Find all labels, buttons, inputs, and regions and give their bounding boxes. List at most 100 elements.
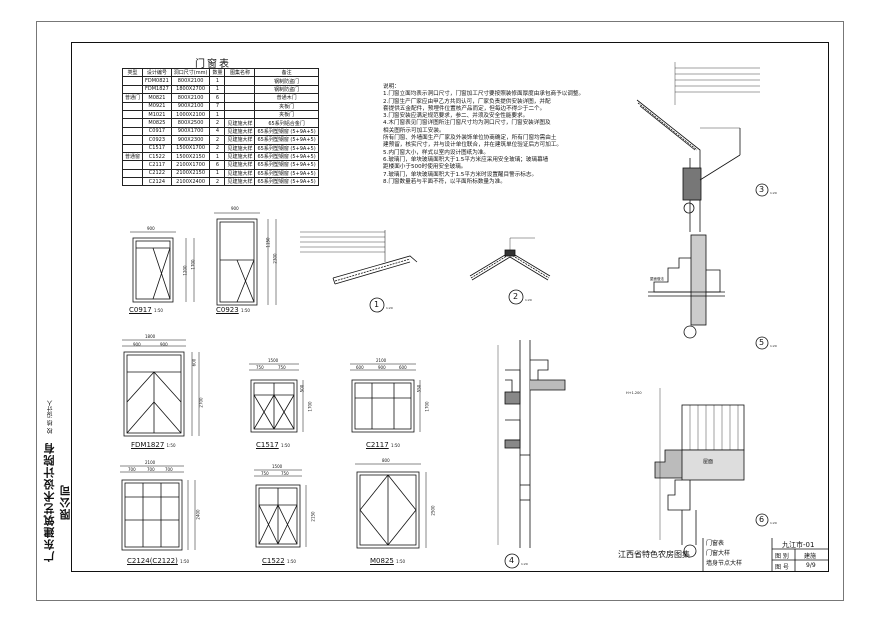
elevation-label-c2124: C2124(C2122) 1:50 <box>127 557 190 565</box>
detail-5-number: 5 <box>759 338 765 347</box>
detail-5-scale: 1:20 <box>770 344 777 348</box>
elevation-label-c0923: C0923 1:50 <box>216 306 250 314</box>
detail-1-number: 1 <box>374 300 380 309</box>
note-line: 8.门窗数量若与平面不符，以平面所标数量为准。 <box>383 178 506 185</box>
dim-fdm-w2: 900 <box>160 342 168 347</box>
dim-c1517-width: 1500 <box>268 358 279 363</box>
note-line: 说明： <box>383 84 400 90</box>
note-line: 2.门窗生产厂家应由甲乙方共同认可，厂家负责提供安装详图，并配 <box>383 98 551 105</box>
dim-c2117-w1: 600 <box>356 365 364 370</box>
table-cell <box>121 177 144 187</box>
dim-c2124-width: 2100 <box>145 460 156 465</box>
dim-fdm-w1: 900 <box>133 342 141 347</box>
note-line: 相关图所示可加工安装。 <box>383 127 445 134</box>
dim-c0923-width: 900 <box>231 206 239 211</box>
note-line: 所有门窗、外墙面生产厂家及外装饰单位协商确定，所有门窗均需由土 <box>383 135 557 142</box>
elevation-label-c2117: C2117 1:50 <box>366 441 400 449</box>
note-line: 6.玻璃门，单块玻璃面积大于1.5平方米应采用安全玻璃；玻璃幕墙 <box>383 156 549 163</box>
table-cell: 2 <box>209 177 226 187</box>
dim-c2124-w2: 700 <box>147 467 155 472</box>
elevation-m0825 <box>355 463 427 549</box>
dim-c2117-w3: 600 <box>399 365 407 370</box>
category-value: 建施 <box>804 553 817 560</box>
dim-c2124-height: 2400 <box>195 509 201 520</box>
detail-6-number: 6 <box>759 515 765 524</box>
elevation-label-c1517: C1517 1:50 <box>256 441 290 449</box>
elevation-label-fdm1827: FDM1827 1:50 <box>131 441 176 449</box>
sheet-outer-border <box>36 21 844 601</box>
dim-c2117-h1: 550 <box>416 384 422 393</box>
detail-6-drawing <box>654 388 769 558</box>
dim-c0917-width: 900 <box>147 226 155 231</box>
note-line: 4.木门窗表见门窗详图所注门窗尺寸均为洞口尺寸，门窗安装详图及 <box>383 120 551 127</box>
note-line: 距楼面小于500时使用安全玻璃。 <box>383 164 467 171</box>
detail-6-label: 屋面 <box>703 459 714 465</box>
note-line: 5.内门窗大小，样式以室内设计图纸为准。 <box>383 149 490 156</box>
detail-6-scale: 1:20 <box>770 521 777 525</box>
dim-fdm-h2: 2700 <box>198 397 204 408</box>
note-line: 套提供五金配件，预埋件位置核产品而定，但每边不得少于二个。 <box>383 105 546 112</box>
elevation-label-c0917: C0917 1:50 <box>129 306 163 314</box>
note-line: 1.门窗立面均表示洞口尺寸，门窗加工尺寸要按照装修面厚度由承包商予以调整。 <box>383 91 585 98</box>
dim-c2117-w2: 900 <box>378 365 386 370</box>
detail-4-number: 4 <box>509 556 515 565</box>
content-line-2: 门窗大样 <box>706 550 731 557</box>
detail-4-scale: 1:20 <box>521 562 528 566</box>
dim-c1517-h2: 1700 <box>307 401 313 412</box>
number-value: 9/9 <box>806 562 816 569</box>
elevation-c1522 <box>254 469 307 548</box>
detail-2-number: 2 <box>513 292 519 301</box>
note-line: 建预留，核实尺寸，并与设计单位联合，并在建筑单位验证后方可加工。 <box>383 142 563 149</box>
detail-2-scale: 1:20 <box>525 298 532 302</box>
dim-m0825-height: 2500 <box>430 505 436 516</box>
drawing-code: 九江市-01 <box>782 541 815 549</box>
elevation-c1517 <box>249 363 304 433</box>
detail-3-drawing <box>636 62 769 232</box>
detail-3-scale: 1:20 <box>770 191 777 195</box>
dim-fdm-width: 1800 <box>145 334 156 339</box>
dim-c0923-h2: 2300 <box>272 253 278 264</box>
detail-5-drawing <box>648 234 769 350</box>
table-cell: 65系列塑钢窗 (5+9A+5) <box>254 177 319 187</box>
dim-c2124-w3: 700 <box>165 467 173 472</box>
content-line-3: 墙身节点大样 <box>706 560 743 567</box>
title-block-lines <box>702 538 829 572</box>
design-notes: 说明：1.门窗立面均表示洞口尺寸，门窗加工尺寸要按照装修面厚度由承包商予以调整。… <box>383 84 623 186</box>
table-cell: C2124 <box>142 177 172 187</box>
category-label: 图 别 <box>775 553 789 560</box>
sheet-inner-border <box>71 42 829 572</box>
number-label: 图 号 <box>775 564 789 571</box>
dim-c2117-width: 2100 <box>376 358 387 363</box>
elevation-fdm1827 <box>122 339 200 437</box>
dim-c1517-w1: 750 <box>256 365 264 370</box>
detail-1-drawing <box>300 230 418 313</box>
detail-5-label: 屋面做法 <box>650 277 664 281</box>
dim-c0917-h2: 1700 <box>190 259 196 270</box>
dim-c1517-h1: 500 <box>299 384 305 393</box>
elevation-c2117 <box>350 363 421 433</box>
dim-m0825-width: 800 <box>382 458 390 463</box>
dim-c2117-h2: 1700 <box>424 401 430 412</box>
project-title: 江西省特色农房图集 <box>618 550 690 559</box>
detail-4-drawing <box>497 340 566 569</box>
drawing-content: 门窗表 门窗大样 墙身节点大样 <box>706 539 742 569</box>
door-window-table-title: 门窗表 <box>195 59 231 70</box>
dim-c0923-h1: 1150 <box>265 237 271 248</box>
dim-c2124-w1: 700 <box>128 467 136 472</box>
detail-2-drawing <box>469 237 551 305</box>
note-line: 7.玻璃门，单块玻璃面积大于1.5平方米时设置醒目警示标志。 <box>383 171 538 178</box>
dim-c1522-height: 2150 <box>310 511 316 522</box>
elevation-c0923 <box>214 212 277 306</box>
elevation-label-m0825: M0825 1:50 <box>370 557 406 565</box>
note-line: 3.门窗安装应满足规范要求，参二、并须及安全性能要求。 <box>383 113 529 120</box>
content-line-1: 门窗表 <box>706 540 725 547</box>
dim-c0917-h1: 1200 <box>182 265 188 276</box>
detail-6-elevation: H+1.200 <box>626 391 642 395</box>
